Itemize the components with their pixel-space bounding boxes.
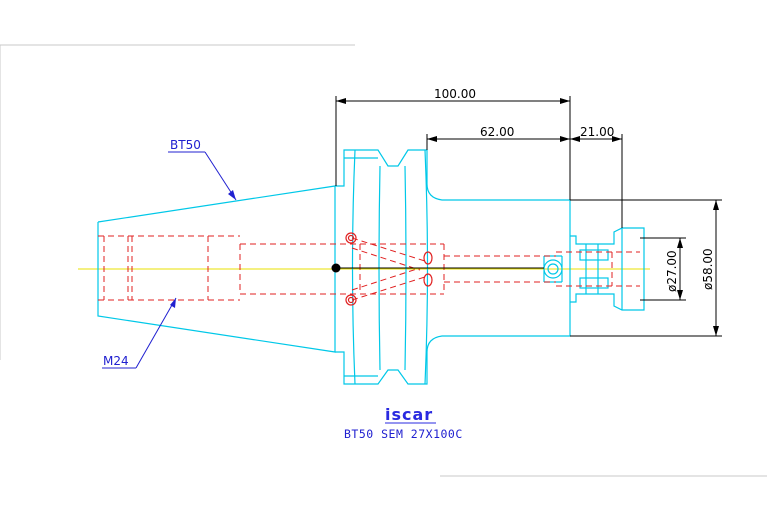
part-name: BT50 SEM 27X100C xyxy=(344,427,463,441)
leader-arrows xyxy=(170,190,236,308)
dim-overall-length: 100.00 xyxy=(434,87,476,101)
hidden-features xyxy=(98,235,640,301)
sheet-frame xyxy=(0,44,767,477)
label-thread: M24 xyxy=(103,354,129,368)
dim-bore-diameter: ø27.00 xyxy=(665,250,679,292)
holder-outline xyxy=(97,149,645,385)
dimension-arrows xyxy=(336,98,719,336)
dim-body-length: 62.00 xyxy=(480,125,514,139)
dim-body-diameter: ø58.00 xyxy=(701,248,715,290)
coolant-plugs xyxy=(345,232,433,306)
brand-logo: iscar xyxy=(385,405,433,424)
leader-lines xyxy=(102,151,237,369)
label-taper: BT50 xyxy=(170,138,201,152)
dim-nose-length: 21.00 xyxy=(580,125,614,139)
dimension-lines xyxy=(335,96,722,337)
